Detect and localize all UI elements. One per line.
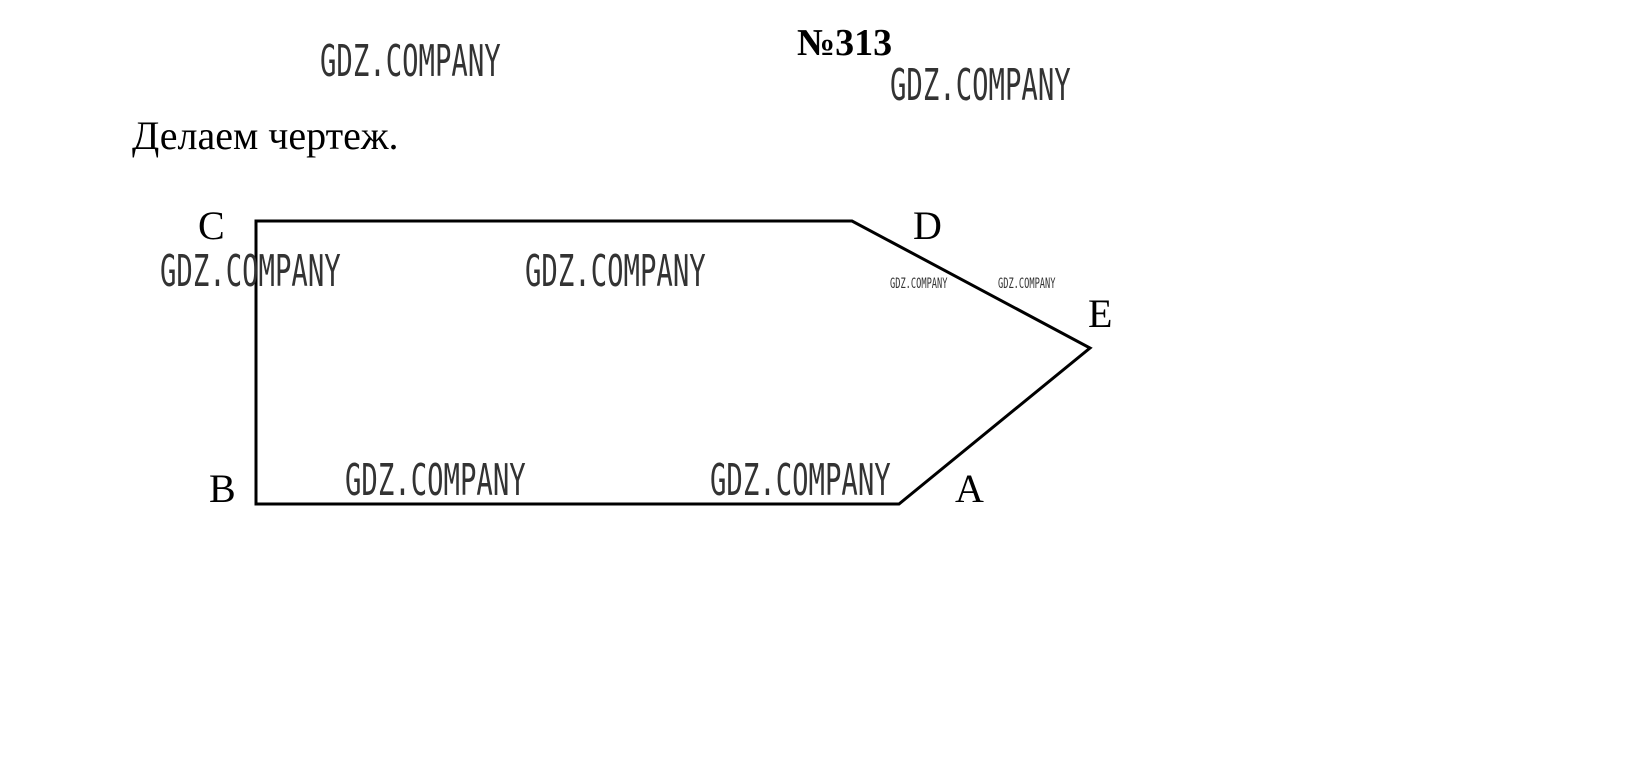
vertex-label-a: A [955,466,984,511]
watermark: GDZ.COMPANY [890,60,1071,111]
instruction-text: Делаем чертеж. [132,113,399,158]
watermark: GDZ.COMPANY [345,455,526,506]
pentagon-outline [254,219,1093,506]
vertex-label-d: D [913,203,942,248]
watermark: GDZ.COMPANY [710,455,891,506]
vertex-label-c: C [198,203,225,248]
watermark: GDZ.COMPANY [998,276,1056,292]
watermark: GDZ.COMPANY [890,276,948,292]
vertex-label-b: B [209,466,236,511]
watermark: GDZ.COMPANY [320,36,501,87]
vertex-label-e: E [1088,291,1112,336]
watermark: GDZ.COMPANY [525,246,706,297]
problem-number: №313 [797,22,893,64]
watermark: GDZ.COMPANY [160,246,341,297]
